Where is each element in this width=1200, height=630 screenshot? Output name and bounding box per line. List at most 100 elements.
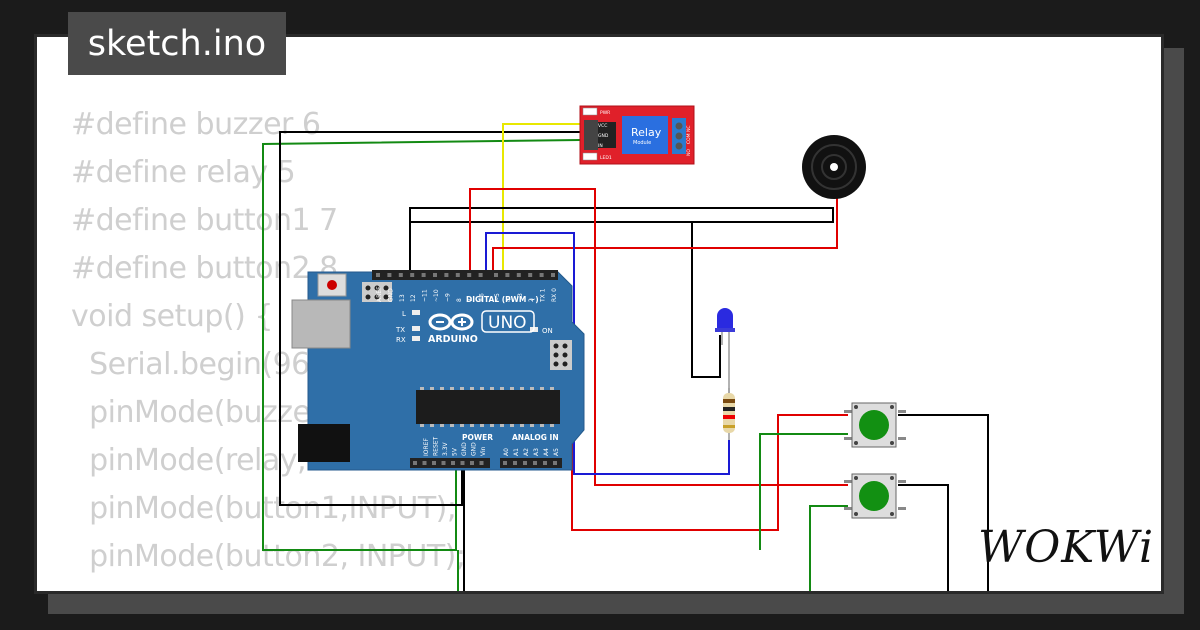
sketch-title: sketch.ino bbox=[68, 12, 286, 75]
analog-pin-label: A2 bbox=[523, 448, 530, 456]
analog-pin-label: A3 bbox=[533, 448, 540, 456]
push-button-2[interactable] bbox=[844, 473, 906, 519]
digital-pin-label: ~10 bbox=[433, 289, 440, 302]
usb-port bbox=[291, 299, 351, 349]
code-line: #define buzzer 6 bbox=[71, 107, 321, 142]
atmega-chip bbox=[416, 387, 560, 427]
power-pin-label: GND bbox=[471, 442, 478, 456]
relay-terminal-label: NC bbox=[686, 125, 692, 132]
power-pin-label: Vin bbox=[480, 446, 487, 456]
digital-pin-label: ~5 bbox=[494, 293, 501, 302]
digital-pin-label: RX 0 bbox=[551, 288, 558, 302]
wire-button1-signal bbox=[469, 188, 848, 486]
analog-pin-label: A0 bbox=[503, 448, 510, 456]
wire-button2-signal bbox=[759, 433, 848, 550]
led-l bbox=[412, 310, 420, 315]
wire-button2-gnd bbox=[898, 484, 949, 591]
wire-buzzer-signal bbox=[492, 198, 838, 276]
wire-button1-gnd bbox=[898, 414, 989, 591]
digital-pin-label: 12 bbox=[410, 294, 417, 302]
blue-led[interactable] bbox=[715, 308, 735, 395]
analog-pin-label: A1 bbox=[513, 448, 520, 456]
relay-block bbox=[622, 116, 668, 154]
analog-pin-label: A4 bbox=[543, 448, 550, 456]
wire-relay-in bbox=[502, 123, 580, 276]
digital-pin-label: TX 1 bbox=[540, 288, 547, 303]
code-line: pinMode(button2, INPUT); bbox=[71, 539, 466, 574]
l-label: L bbox=[402, 310, 406, 318]
relay-led-1 bbox=[582, 152, 598, 161]
wire-relay-gnd bbox=[279, 131, 580, 506]
code-line: pinMode(relay, bbox=[71, 443, 307, 478]
tx-label: TX bbox=[395, 326, 405, 334]
digital-pin-label: 8 bbox=[456, 298, 463, 302]
resistor[interactable] bbox=[723, 388, 735, 440]
analog-header bbox=[500, 458, 562, 468]
digital-header bbox=[372, 270, 558, 280]
power-label: POWER bbox=[462, 433, 493, 442]
digital-pin-label: 7 bbox=[467, 298, 474, 302]
bottom-header-pins bbox=[413, 461, 557, 465]
digital-pin-label: GND bbox=[387, 288, 394, 302]
relay-led-1-label: LED1 bbox=[600, 155, 612, 161]
digital-pin-label: AREF bbox=[376, 286, 383, 302]
digital-pin-label: ~11 bbox=[422, 289, 429, 302]
power-pin-label: RESET bbox=[433, 436, 440, 456]
wires bbox=[262, 123, 989, 591]
analog-pin-label: A5 bbox=[553, 448, 560, 456]
digital-pin-label: 2 bbox=[528, 298, 535, 302]
analog-label: ANALOG IN bbox=[512, 433, 559, 442]
rx-label: RX bbox=[396, 336, 406, 344]
power-header bbox=[410, 458, 490, 468]
digital-pin-label: ~6 bbox=[479, 293, 486, 302]
code-line: void setup() { bbox=[71, 299, 273, 334]
digital-label: DIGITAL (PWM ~) bbox=[466, 295, 539, 304]
power-pin-label: 3.3V bbox=[442, 441, 449, 456]
wire-buzzer-gnd bbox=[409, 207, 834, 276]
relay-pin-header bbox=[584, 120, 598, 150]
buzzer[interactable] bbox=[802, 135, 866, 199]
wire-button-vcc bbox=[571, 330, 848, 531]
on-label: ON bbox=[542, 327, 553, 335]
uno-badge bbox=[481, 310, 535, 333]
power-pin-label: 5V bbox=[452, 447, 459, 456]
relay-pin-in: IN bbox=[598, 143, 603, 149]
icsp-header-2 bbox=[550, 340, 572, 370]
logo-text: ARDUINO bbox=[428, 334, 478, 345]
relay-led-pwr bbox=[582, 107, 598, 116]
code-line: #define relay 5 bbox=[71, 155, 296, 190]
arduino-logo-icon bbox=[428, 313, 474, 331]
relay-terminal-label: NO bbox=[686, 149, 692, 156]
power-jack bbox=[298, 424, 350, 462]
digital-pin-label: 4 bbox=[505, 298, 512, 302]
digital-header-pins bbox=[376, 273, 555, 277]
code-line: Serial.begin(96 bbox=[71, 347, 310, 382]
wire-button2-return bbox=[809, 505, 848, 591]
power-pin-label: IOREF bbox=[423, 438, 430, 456]
relay-title: Relay bbox=[631, 126, 662, 139]
code-line: #define button1 7 bbox=[71, 203, 338, 238]
digital-pin-label: ~3 bbox=[517, 293, 524, 302]
digital-pin-label: ~9 bbox=[444, 293, 451, 302]
relay-terminal-label: COM bbox=[686, 133, 692, 144]
led-rx bbox=[412, 336, 420, 341]
relay-led-pwr-label: PWR bbox=[600, 110, 610, 116]
model-label: UNO bbox=[488, 313, 527, 333]
push-button-1[interactable] bbox=[844, 402, 906, 448]
wire-relay-vcc bbox=[262, 139, 581, 551]
code-listing: #define buzzer 6 #define relay 5 #define b… bbox=[71, 101, 466, 581]
relay-subtitle: Module bbox=[633, 140, 651, 146]
digital-pin-label: 13 bbox=[399, 294, 406, 302]
icsp-header bbox=[362, 282, 392, 302]
code-line: pinMode(buzze bbox=[71, 395, 311, 430]
code-line: pinMode(button1,INPUT); bbox=[71, 491, 457, 526]
led-tx bbox=[412, 326, 420, 331]
relay-pin-vcc: VCC bbox=[598, 123, 607, 129]
wokwi-logo: WOKWi bbox=[978, 522, 1155, 573]
